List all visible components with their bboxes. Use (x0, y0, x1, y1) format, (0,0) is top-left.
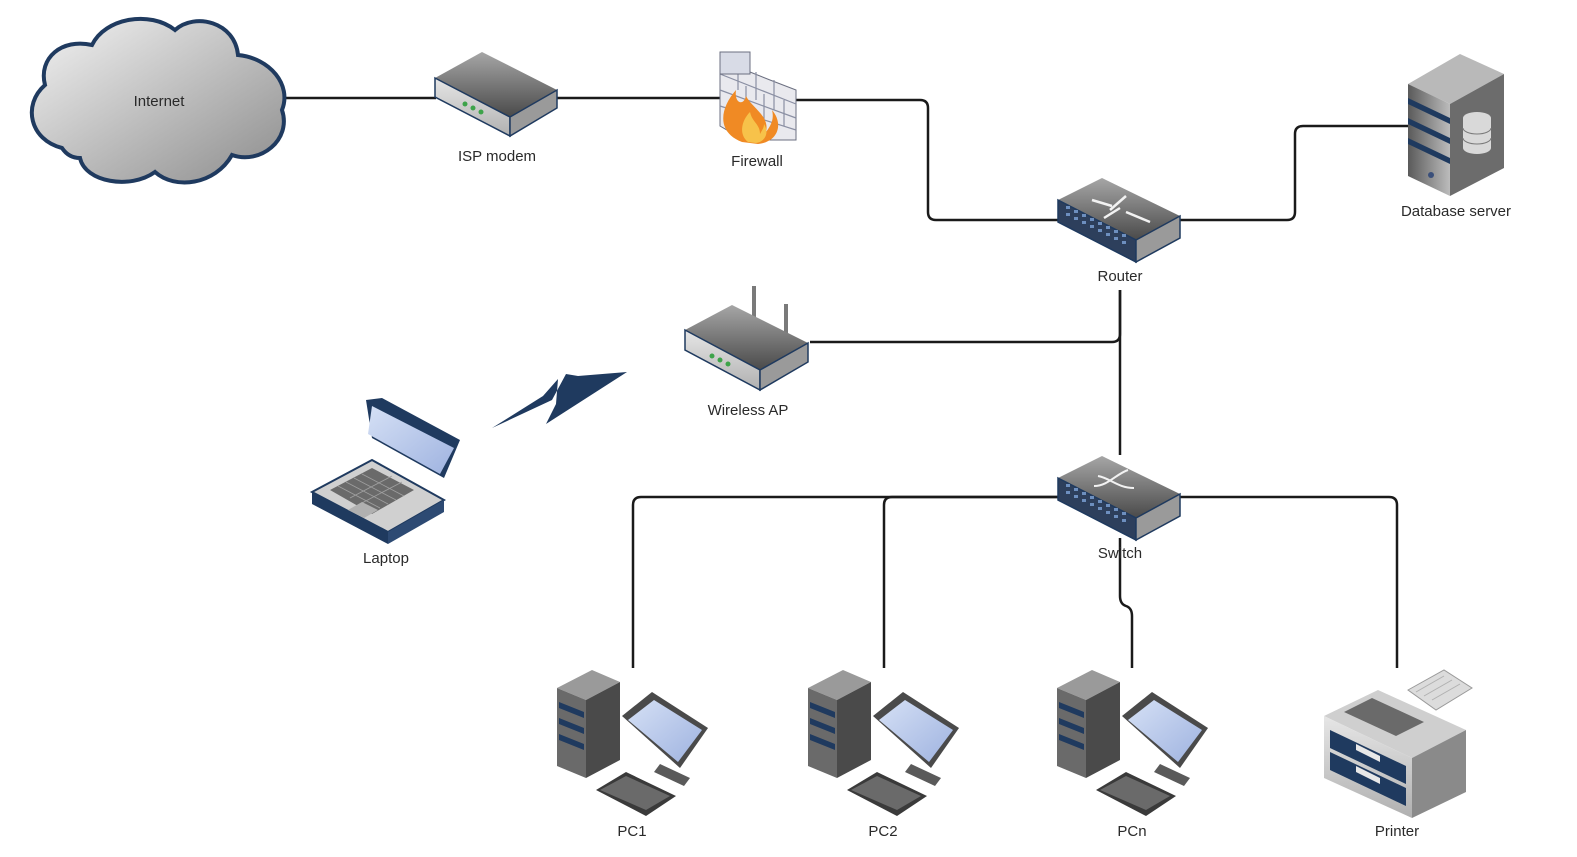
server-icon (1408, 54, 1504, 196)
switch-label: Switch (1098, 545, 1142, 562)
node-router[interactable]: Router (1057, 178, 1181, 285)
link-router-wireless-ap (810, 290, 1122, 344)
link-firewall-router (796, 98, 1060, 222)
connections (285, 96, 1410, 668)
router-icon (1057, 178, 1181, 264)
node-switch[interactable]: Switch (1057, 456, 1181, 562)
database-server-label: Database server (1401, 203, 1511, 220)
link-switch-pc1 (631, 495, 1060, 668)
node-wireless-ap[interactable]: Wireless AP (684, 286, 809, 419)
node-pc2[interactable]: PC2 (808, 670, 959, 840)
cloud-icon (29, 16, 287, 185)
printer-label: Printer (1375, 823, 1419, 840)
router-label: Router (1097, 268, 1142, 285)
node-laptop[interactable]: Laptop (309, 398, 460, 567)
wireless-signal-icon (492, 372, 627, 428)
isp-modem-label: ISP modem (458, 148, 536, 165)
wireless-ap-icon (684, 286, 809, 392)
firewall-label: Firewall (731, 153, 783, 170)
node-printer[interactable]: Printer (1324, 669, 1473, 840)
node-firewall[interactable]: Firewall (719, 51, 797, 170)
pc2-label: PC2 (868, 823, 897, 840)
node-internet[interactable]: Internet (29, 16, 287, 185)
node-pc1[interactable]: PC1 (557, 670, 708, 840)
pcn-label: PCn (1117, 823, 1146, 840)
link-switch-pcn (1118, 538, 1134, 668)
laptop-icon (309, 398, 460, 544)
desktop-pc-icon (808, 670, 959, 816)
node-pcn[interactable]: PCn (1057, 670, 1208, 840)
pc1-label: PC1 (617, 823, 646, 840)
link-switch-pc2 (882, 495, 1060, 668)
desktop-pc-icon (1057, 670, 1208, 816)
firewall-icon (719, 51, 797, 144)
link-switch-printer (1180, 495, 1399, 668)
internet-label: Internet (134, 93, 186, 110)
desktop-pc-icon (557, 670, 708, 816)
laptop-label: Laptop (363, 550, 409, 567)
modem-icon (434, 52, 558, 138)
wireless-ap-label: Wireless AP (708, 402, 789, 419)
switch-icon (1057, 456, 1181, 542)
node-isp-modem[interactable]: ISP modem (434, 52, 558, 165)
link-router-database-server (1180, 124, 1410, 222)
printer-icon (1324, 669, 1473, 818)
node-database-server[interactable]: Database server (1401, 54, 1511, 220)
